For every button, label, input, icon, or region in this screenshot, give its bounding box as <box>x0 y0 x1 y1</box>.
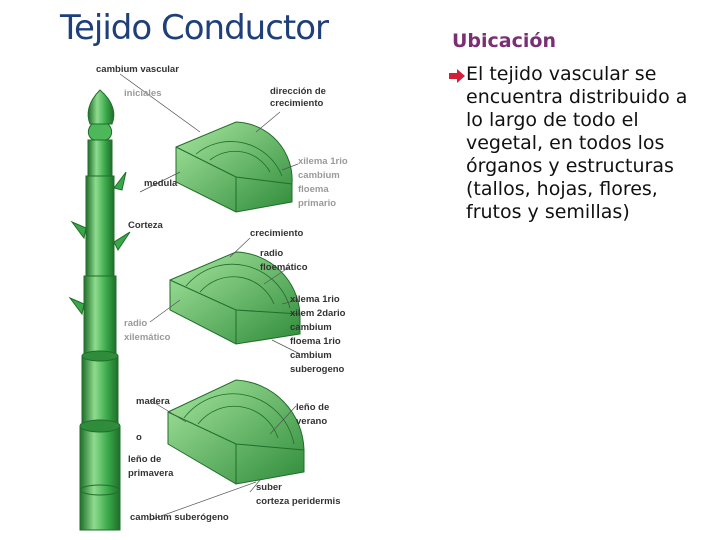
label-cambium-c: cambium <box>290 350 332 361</box>
cross-section-secondary <box>169 251 301 345</box>
leader-lines <box>119 73 301 521</box>
label-corteza-peridermis: corteza peridermis <box>256 496 340 507</box>
label-xilema-2dario: xilem 2dario <box>290 308 346 319</box>
label-leno-verano-2: verano <box>296 416 327 427</box>
label-primario: primario <box>298 198 336 209</box>
label-radio-1: radio <box>260 248 283 259</box>
label-xilema-1rio: xilema 1rio <box>298 156 348 167</box>
cross-section-primary <box>175 121 293 213</box>
label-medula: medula <box>144 178 178 189</box>
label-xilematico: xilemático <box>124 332 171 343</box>
bullet-item: El tejido vascular se encuentra distribu… <box>448 63 710 224</box>
label-cambium-a: cambium <box>298 170 340 181</box>
label-leno-primavera-2: primavera <box>128 468 174 479</box>
label-xilema-1rio-b: xilema 1rio <box>290 294 340 305</box>
label-radio-2: radio <box>124 318 147 329</box>
label-floema-1rio: floema 1rio <box>290 336 341 347</box>
label-leno-verano-1: leño de <box>296 402 329 413</box>
diagram-labels: cambium vascular iniciales dirección de … <box>96 64 348 523</box>
stem-growth-diagram: cambium vascular iniciales dirección de … <box>68 64 348 531</box>
label-direccion-1: dirección de <box>270 86 326 97</box>
stem-illustration <box>68 89 131 531</box>
label-suber: suber <box>256 482 282 493</box>
label-o: o <box>136 432 142 443</box>
label-floema-a: floema <box>298 184 329 195</box>
label-madera: madera <box>136 396 171 407</box>
label-leno-primavera-1: leño de <box>128 454 161 465</box>
bullet-text: El tejido vascular se encuentra distribu… <box>466 63 688 223</box>
label-cambium-suberogeno: cambium suberógeno <box>130 512 229 523</box>
label-crecimiento: crecimiento <box>250 228 304 239</box>
arrow-right-icon <box>449 69 465 83</box>
label-corteza: Corteza <box>128 220 164 231</box>
label-cambium-vascular: cambium vascular <box>96 64 179 75</box>
page-title: Tejido Conductor <box>60 8 329 48</box>
label-direccion-2: crecimiento <box>270 98 324 109</box>
label-floematico: floemático <box>260 262 308 273</box>
cross-section-woody <box>167 379 305 485</box>
label-suberogeno: suberogeno <box>290 364 345 375</box>
label-iniciales: iniciales <box>124 88 162 99</box>
section-heading: Ubicación <box>452 30 556 52</box>
label-cambium-b: cambium <box>290 322 332 333</box>
